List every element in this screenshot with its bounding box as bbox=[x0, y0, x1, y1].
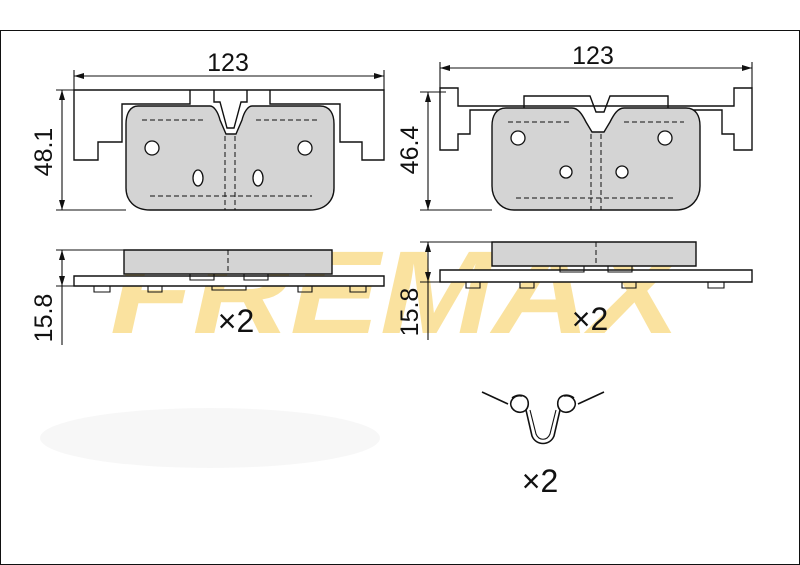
pad-right-side-friction bbox=[491, 241, 697, 267]
thickness-right-label: 15.8 bbox=[396, 288, 424, 337]
pad-right-rivet bbox=[615, 165, 629, 179]
pad-left-front-view bbox=[73, 89, 385, 211]
dimension-pad-right-height: 46.4 bbox=[396, 91, 492, 211]
dimension-pad-left-height: 48.1 bbox=[30, 89, 126, 211]
pad-left-chamfer-line bbox=[142, 119, 320, 197]
pad-right-side-view bbox=[439, 241, 753, 289]
pad-left-backing-plate bbox=[73, 89, 385, 161]
pad-left-pin-hole bbox=[144, 140, 160, 156]
watermark-swoosh bbox=[40, 408, 380, 468]
pad-right-rivet bbox=[559, 165, 573, 179]
pad-right-chamfer-line bbox=[508, 121, 684, 199]
thickness-left-label: 15.8 bbox=[30, 294, 58, 343]
pad-left-height-label: 48.1 bbox=[30, 128, 58, 177]
pad-right-friction-material bbox=[491, 107, 701, 211]
brand-watermark: FREMAX bbox=[40, 227, 687, 468]
pad-left-friction-material bbox=[125, 105, 335, 211]
pad-right-backing-plate bbox=[439, 87, 753, 151]
pad-left-rivet bbox=[252, 169, 264, 187]
spring-wire-inner bbox=[529, 409, 557, 440]
pad-left-rivet bbox=[192, 169, 204, 187]
pad-right-side-plate bbox=[439, 269, 753, 283]
pad-left-pin-hole bbox=[297, 140, 313, 156]
pad-right-quantity: ×2 bbox=[572, 301, 608, 337]
pad-left-quantity: ×2 bbox=[218, 303, 254, 339]
dimension-thickness-left: 15.8 bbox=[30, 249, 124, 345]
spring-wire bbox=[481, 391, 605, 445]
pad-right-width-label: 123 bbox=[572, 42, 614, 70]
pad-right-pin-hole bbox=[657, 130, 673, 146]
dimension-thickness-right: 15.8 bbox=[396, 241, 492, 340]
spring-quantity: ×2 bbox=[522, 463, 558, 499]
pad-right-height-label: 46.4 bbox=[396, 126, 424, 175]
dimension-pad-left-width: 123 bbox=[73, 49, 385, 90]
spring-clip bbox=[481, 391, 605, 445]
pad-left-side-plate bbox=[73, 275, 385, 287]
pad-left-side-view bbox=[73, 249, 385, 293]
dimension-pad-right-width: 123 bbox=[439, 42, 753, 88]
pad-left-width-label: 123 bbox=[207, 49, 249, 77]
pad-right-pin-hole bbox=[510, 130, 526, 146]
pad-right-front-view bbox=[439, 87, 753, 211]
